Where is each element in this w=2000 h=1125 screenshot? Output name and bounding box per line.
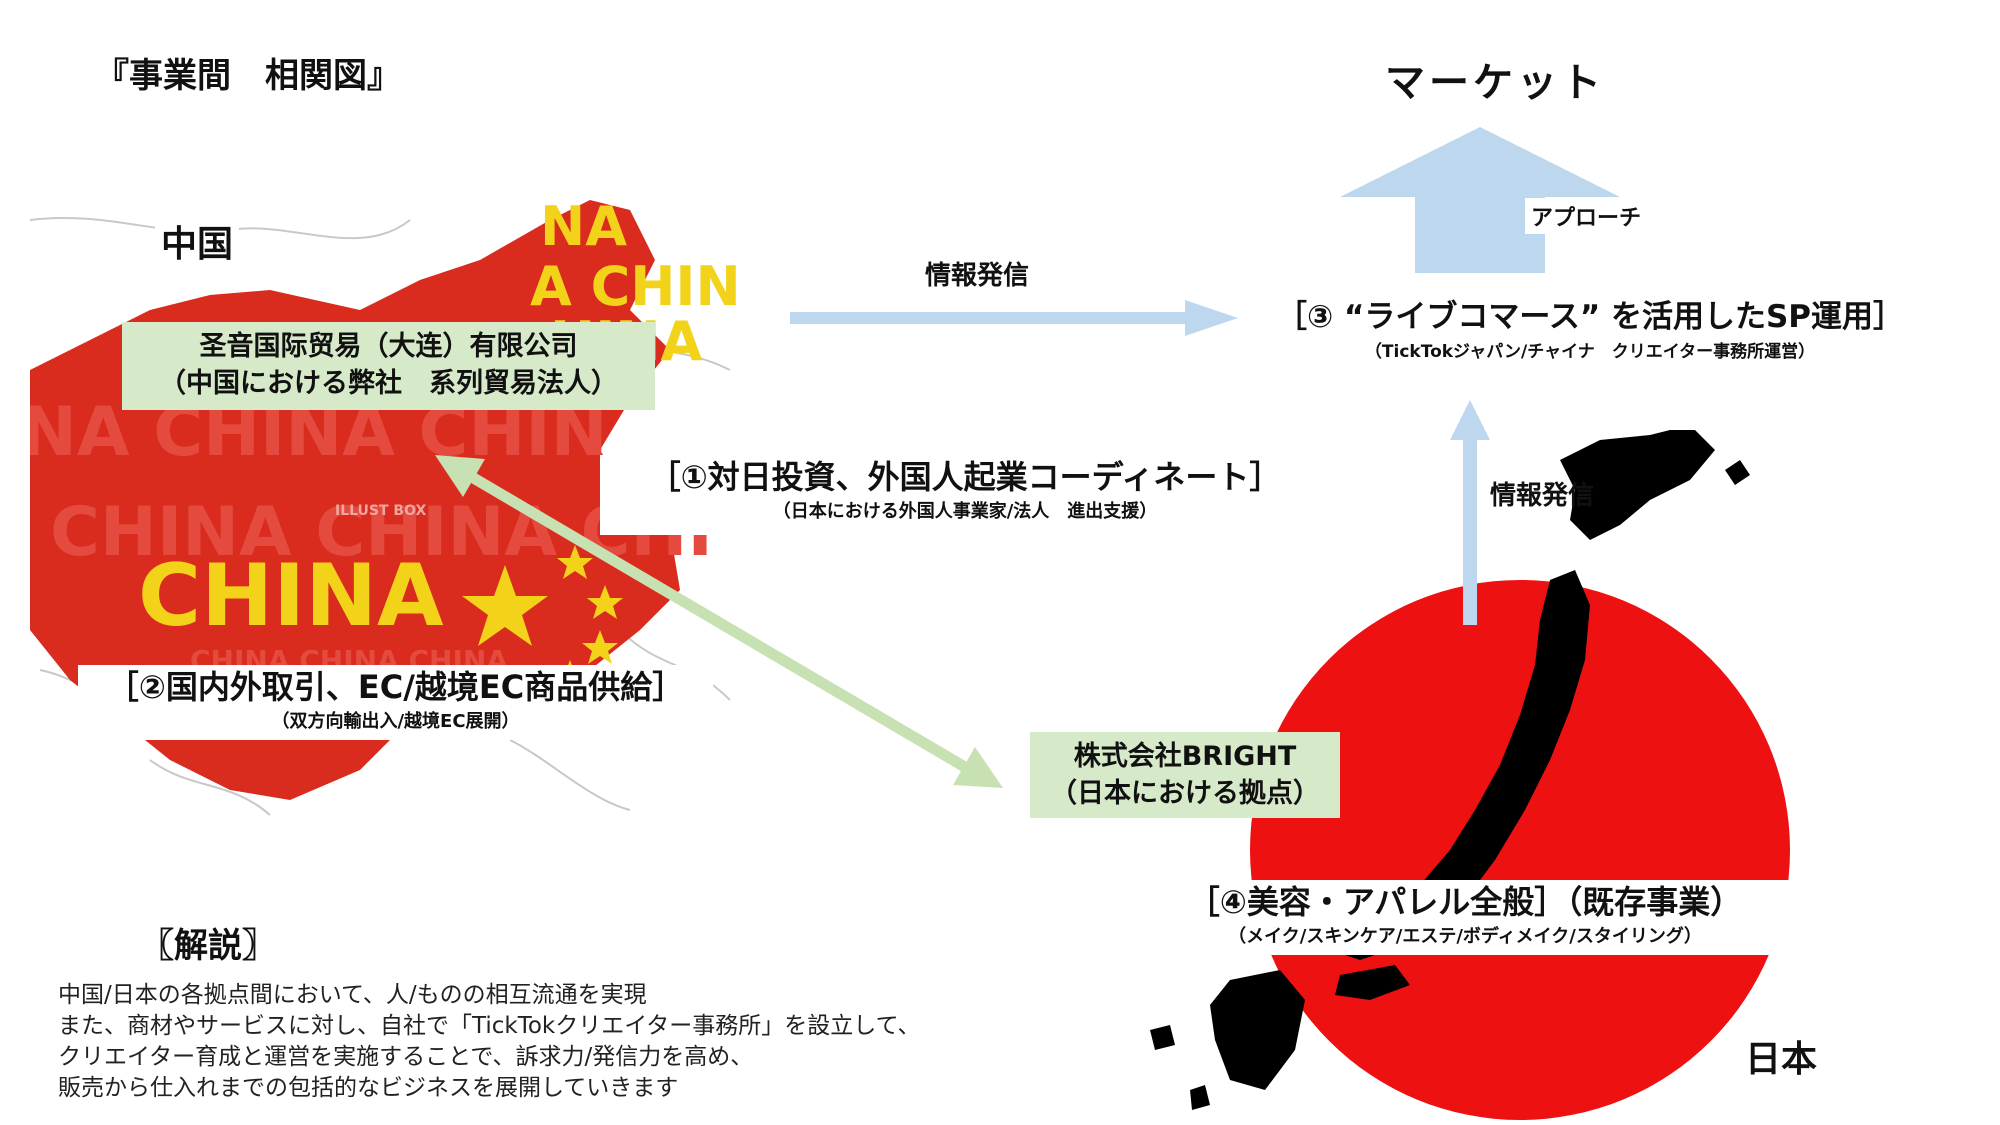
china-company-name: 圣音国际贸易（大连）有限公司 [199, 331, 578, 362]
explain-body: 中国/日本の各拠点間において、人/ものの相互流通を実現 また、商材やサービスに対… [58, 980, 920, 1104]
explain-line: また、商材やサービスに対し、自社で「TickTokクリエイター事務所」を設立して… [58, 1013, 921, 1039]
japan-company-desc: （日本における拠点） [1050, 778, 1320, 809]
info-right-label: 情報発信 [1490, 481, 1595, 511]
market-label: マーケット [1385, 60, 1605, 106]
business3-sub: （TickTokジャパン/チャイナ クリエイター事務所運営） [1364, 342, 1816, 362]
business1-title: ［①対日投資、外国人起業コーディネート］ [648, 458, 1282, 496]
map-china-word: CHINA [138, 546, 444, 646]
double-arrow-icon [435, 455, 1003, 788]
explain-line: 中国/日本の各拠点間において、人/ものの相互流通を実現 [58, 982, 647, 1008]
explain-line: クリエイター育成と運営を実施することで、訴求力/発信力を高め、 [58, 1044, 754, 1070]
china-star-icon [462, 565, 548, 646]
japan-region-label: 日本 [1745, 1039, 1818, 1080]
business2-block: ［②国内外取引、EC/越境EC商品供給］ （双方向輸出入/越境EC展開） [78, 665, 713, 740]
business2-title: ［②国内外取引、EC/越境EC商品供給］ [106, 668, 685, 706]
china-company-desc: （中国における弊社 系列貿易法人） [159, 368, 618, 399]
info-top-label: 情報発信 [925, 261, 1030, 291]
business4-block: ［④美容・アパレル全般］（既存事業） （メイク/スキンケア/エステ/ボディメイク… [1140, 880, 1790, 955]
japan-company-box: 株式会社BRIGHT （日本における拠点） [1030, 732, 1340, 818]
svg-text:A CHIN: A CHIN [530, 255, 741, 318]
china-region-label: 中国 [155, 215, 240, 267]
business1-sub: （日本における外国人事業家/法人 進出支援） [772, 501, 1158, 522]
map-watermark: ILLUST BOX [335, 503, 427, 519]
japan-company-name: 株式会社BRIGHT [1073, 741, 1297, 772]
up-arrow-icon [1340, 127, 1620, 273]
business3-block: ［③ “ライブコマース” を活用したSP運用］ （TickTokジャパン/チャイ… [1250, 295, 1930, 375]
explain-line: 販売から仕入れまでの包括的なビジネスを展開していきます [58, 1075, 679, 1101]
right-arrow-icon [790, 300, 1238, 336]
business4-title: ［④美容・アパレル全般］（既存事業） [1187, 883, 1743, 921]
page-title: 『事業間 相関図』 [95, 56, 401, 96]
business3-title: ［③ “ライブコマース” を活用したSP運用］ [1275, 299, 1905, 335]
explain-heading: 〖解説〗 [140, 926, 276, 966]
business2-sub: （双方向輸出入/越境EC展開） [271, 711, 520, 732]
approach-label: アプローチ [1525, 198, 1648, 234]
business1-block: ［①対日投資、外国人起業コーディネート］ （日本における外国人事業家/法人 進出… [600, 455, 1330, 535]
china-company-box: 圣音国际贸易（大连）有限公司 （中国における弊社 系列貿易法人） [122, 322, 655, 410]
business4-sub: （メイク/スキンケア/エステ/ボディメイク/スタイリング） [1228, 926, 1702, 947]
svg-text:NA: NA [540, 200, 627, 258]
info-up-arrow-icon [1450, 400, 1490, 625]
